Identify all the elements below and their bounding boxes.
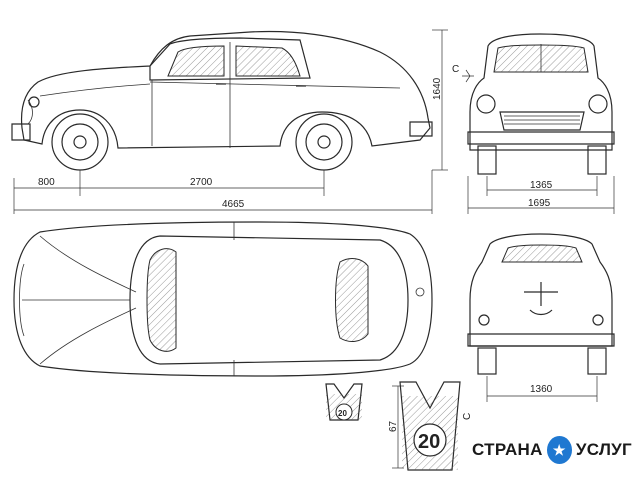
front-overhang-label: 800 [38,177,55,188]
front-dimensions [462,69,615,214]
side-dimensions [13,29,448,214]
emblem-large [399,381,461,471]
emblem-dimensions [392,385,404,469]
side-view [11,30,433,171]
emblem-height-label: 67 [388,420,399,432]
top-view [13,221,433,377]
front-track-label: 1365 [530,180,553,191]
emblem-large-number: 20 [418,431,440,453]
rear-view [467,233,615,375]
watermark-left-word: СТРАНА [472,440,543,459]
clearance-mark-bottom: C [462,413,473,420]
height-label: 1640 [432,77,443,100]
front-view [467,33,615,175]
watermark-right-word: УСЛУГ [575,440,632,459]
overall-length-label: 4665 [222,199,245,210]
rear-dimensions [486,376,598,402]
overall-width-label: 1695 [528,198,551,209]
rear-track-label: 1360 [530,384,553,395]
clearance-mark-top: C [452,64,459,75]
emblem-small-number: 20 [338,409,347,418]
watermark: СТРАНА ★ УСЛУГ [472,434,632,466]
handshake-icon: ★ [546,436,572,464]
emblem-small [325,383,363,421]
wheelbase-label: 2700 [190,177,213,188]
